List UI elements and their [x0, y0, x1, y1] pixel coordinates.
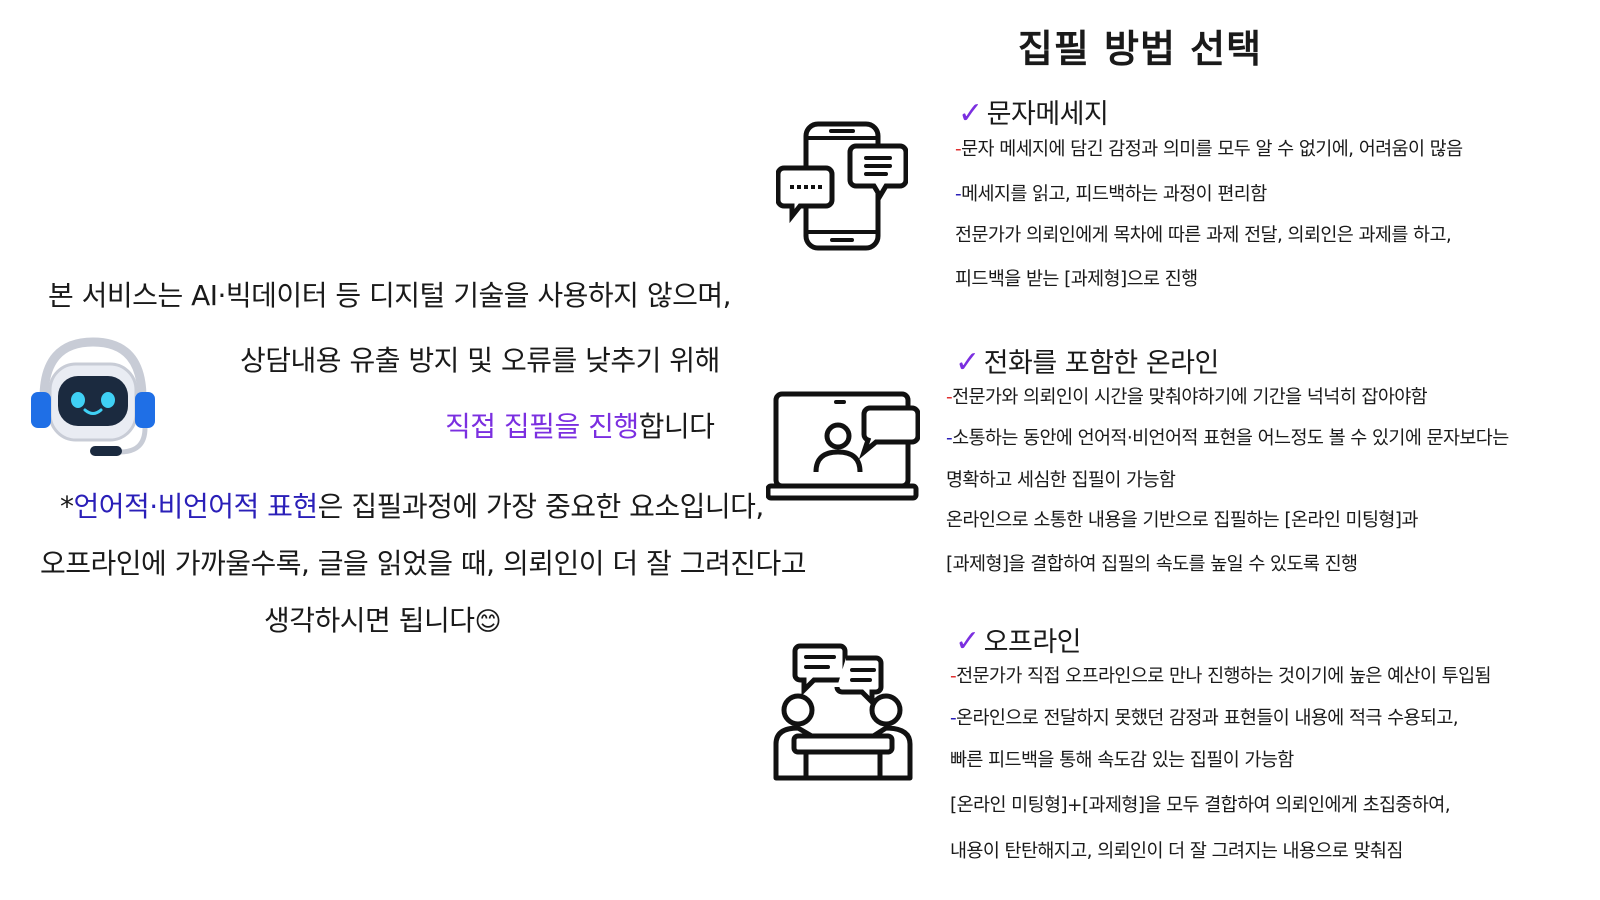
line-dash: -: [946, 387, 953, 408]
line-text: 명확하고 세심한 집필이 가능함: [946, 470, 1176, 491]
line-text: 전문가가 의뢰인에게 목차에 따른 과제 전달, 의뢰인은 과제를 하고,: [955, 225, 1452, 246]
robot-headset-icon: [31, 337, 155, 456]
phone-chat-icon: [776, 121, 908, 251]
intro-line-3-rest: 합니다: [638, 410, 715, 443]
section-2-line-4: 온라인으로 소통한 내용을 기반으로 집필하는 [온라인 미팅형]과: [946, 509, 1418, 533]
page-title: 집필 방법 선택: [1017, 27, 1263, 71]
line-dash: -: [950, 708, 957, 729]
intro-highlight-expression: 언어적·비언어적 표현: [73, 490, 319, 523]
check-icon: ✓: [955, 345, 980, 380]
section-3-line-2: -온라인으로 전달하지 못했던 감정과 표현들이 내용에 적극 수용되고,: [950, 707, 1459, 731]
section-1-line-1: -문자 메세지에 담긴 감정과 의미를 모두 알 수 없기에, 어려움이 많음: [955, 138, 1463, 162]
section-heading-text-message: ✓문자메세지: [958, 92, 1109, 131]
intro-highlight-direct-writing: 직접 집필을 진행: [445, 410, 639, 443]
intro-line-4: *언어적·비언어적 표현은 집필과정에 가장 중요한 요소입니다,: [60, 489, 764, 525]
section-heading-label: 전화를 포함한 온라인: [983, 348, 1220, 379]
intro-line-5: 오프라인에 가까울수록, 글을 읽었을 때, 의뢰인이 더 잘 그려진다고: [40, 547, 807, 580]
line-text: 온라인으로 전달하지 못했던 감정과 표현들이 내용에 적극 수용되고,: [956, 708, 1459, 729]
section-heading-offline: ✓오프라인: [955, 620, 1082, 659]
intro-line-6: 생각하시면 됩니다😊: [264, 603, 502, 640]
line-text: [과제형]을 결합하여 집필의 속도를 높일 수 있도록 진행: [946, 554, 1358, 575]
laptop-video-call-icon: [766, 391, 920, 501]
line-text: 온라인으로 소통한 내용을 기반으로 집필하는 [온라인 미팅형]과: [946, 510, 1418, 531]
intro-line-3: 직접 집필을 진행합니다: [445, 409, 715, 445]
line-dash: -: [950, 666, 957, 687]
section-1-line-2: -메세지를 읽고, 피드백하는 과정이 편리함: [955, 183, 1267, 207]
meeting-conversation-icon: [773, 643, 913, 781]
line-text: 메세지를 읽고, 피드백하는 과정이 편리함: [961, 184, 1267, 205]
section-heading-label: 오프라인: [983, 627, 1082, 658]
section-2-line-2: -소통하는 동안에 언어적·비언어적 표현을 어느정도 볼 수 있기에 문자보다…: [946, 427, 1509, 451]
line-text: 문자 메세지에 담긴 감정과 의미를 모두 알 수 없기에, 어려움이 많음: [961, 139, 1463, 160]
intro-line-6-text: 생각하시면 됩니다: [264, 604, 475, 637]
check-icon: ✓: [958, 96, 983, 131]
section-heading-online: ✓전화를 포함한 온라인: [955, 341, 1219, 380]
intro-line-4-rest: 은 집필과정에 가장 중요한 요소입니다,: [317, 490, 765, 523]
section-heading-label: 문자메세지: [986, 99, 1109, 130]
section-2-line-1: -전문가와 의뢰인이 시간을 맞춰야하기에 기간을 넉넉히 잡아야함: [946, 386, 1428, 410]
section-3-line-5: 내용이 탄탄해지고, 의뢰인이 더 잘 그려지는 내용으로 맞춰짐: [950, 840, 1403, 864]
line-text: 빠른 피드백을 통해 속도감 있는 집필이 가능함: [950, 750, 1294, 771]
line-dash: -: [955, 139, 962, 160]
line-text: [온라인 미팅형]+[과제형]을 모두 결합하여 의뢰인에게 초집중하여,: [950, 795, 1451, 816]
section-3-line-3: 빠른 피드백을 통해 속도감 있는 집필이 가능함: [950, 749, 1294, 773]
line-text: 소통하는 동안에 언어적·비언어적 표현을 어느정도 볼 수 있기에 문자보다는: [952, 428, 1509, 449]
section-2-line-3: 명확하고 세심한 집필이 가능함: [946, 469, 1176, 493]
intro-line-2: 상담내용 유출 방지 및 오류를 낮추기 위해: [240, 344, 720, 377]
line-dash: -: [946, 428, 953, 449]
intro-line-1: 본 서비스는 AI·빅데이터 등 디지털 기술을 사용하지 않으며,: [48, 279, 732, 312]
section-2-line-5: [과제형]을 결합하여 집필의 속도를 높일 수 있도록 진행: [946, 553, 1358, 577]
line-text: 내용이 탄탄해지고, 의뢰인이 더 잘 그려지는 내용으로 맞춰짐: [950, 841, 1403, 862]
line-text: 전문가가 직접 오프라인으로 만나 진행하는 것이기에 높은 예산이 투입됨: [956, 666, 1491, 687]
section-3-line-4: [온라인 미팅형]+[과제형]을 모두 결합하여 의뢰인에게 초집중하여,: [950, 794, 1451, 818]
section-1-line-3: 전문가가 의뢰인에게 목차에 따른 과제 전달, 의뢰인은 과제를 하고,: [955, 224, 1452, 248]
intro-star: *: [60, 490, 74, 523]
smile-emoji: 😊: [474, 607, 502, 637]
line-text: 피드백을 받는 [과제형]으로 진행: [955, 269, 1198, 290]
check-icon: ✓: [955, 624, 980, 659]
line-text: 전문가와 의뢰인이 시간을 맞춰야하기에 기간을 넉넉히 잡아야함: [952, 387, 1428, 408]
section-1-line-4: 피드백을 받는 [과제형]으로 진행: [955, 268, 1198, 292]
line-dash: -: [955, 184, 962, 205]
section-3-line-1: -전문가가 직접 오프라인으로 만나 진행하는 것이기에 높은 예산이 투입됨: [950, 665, 1492, 689]
